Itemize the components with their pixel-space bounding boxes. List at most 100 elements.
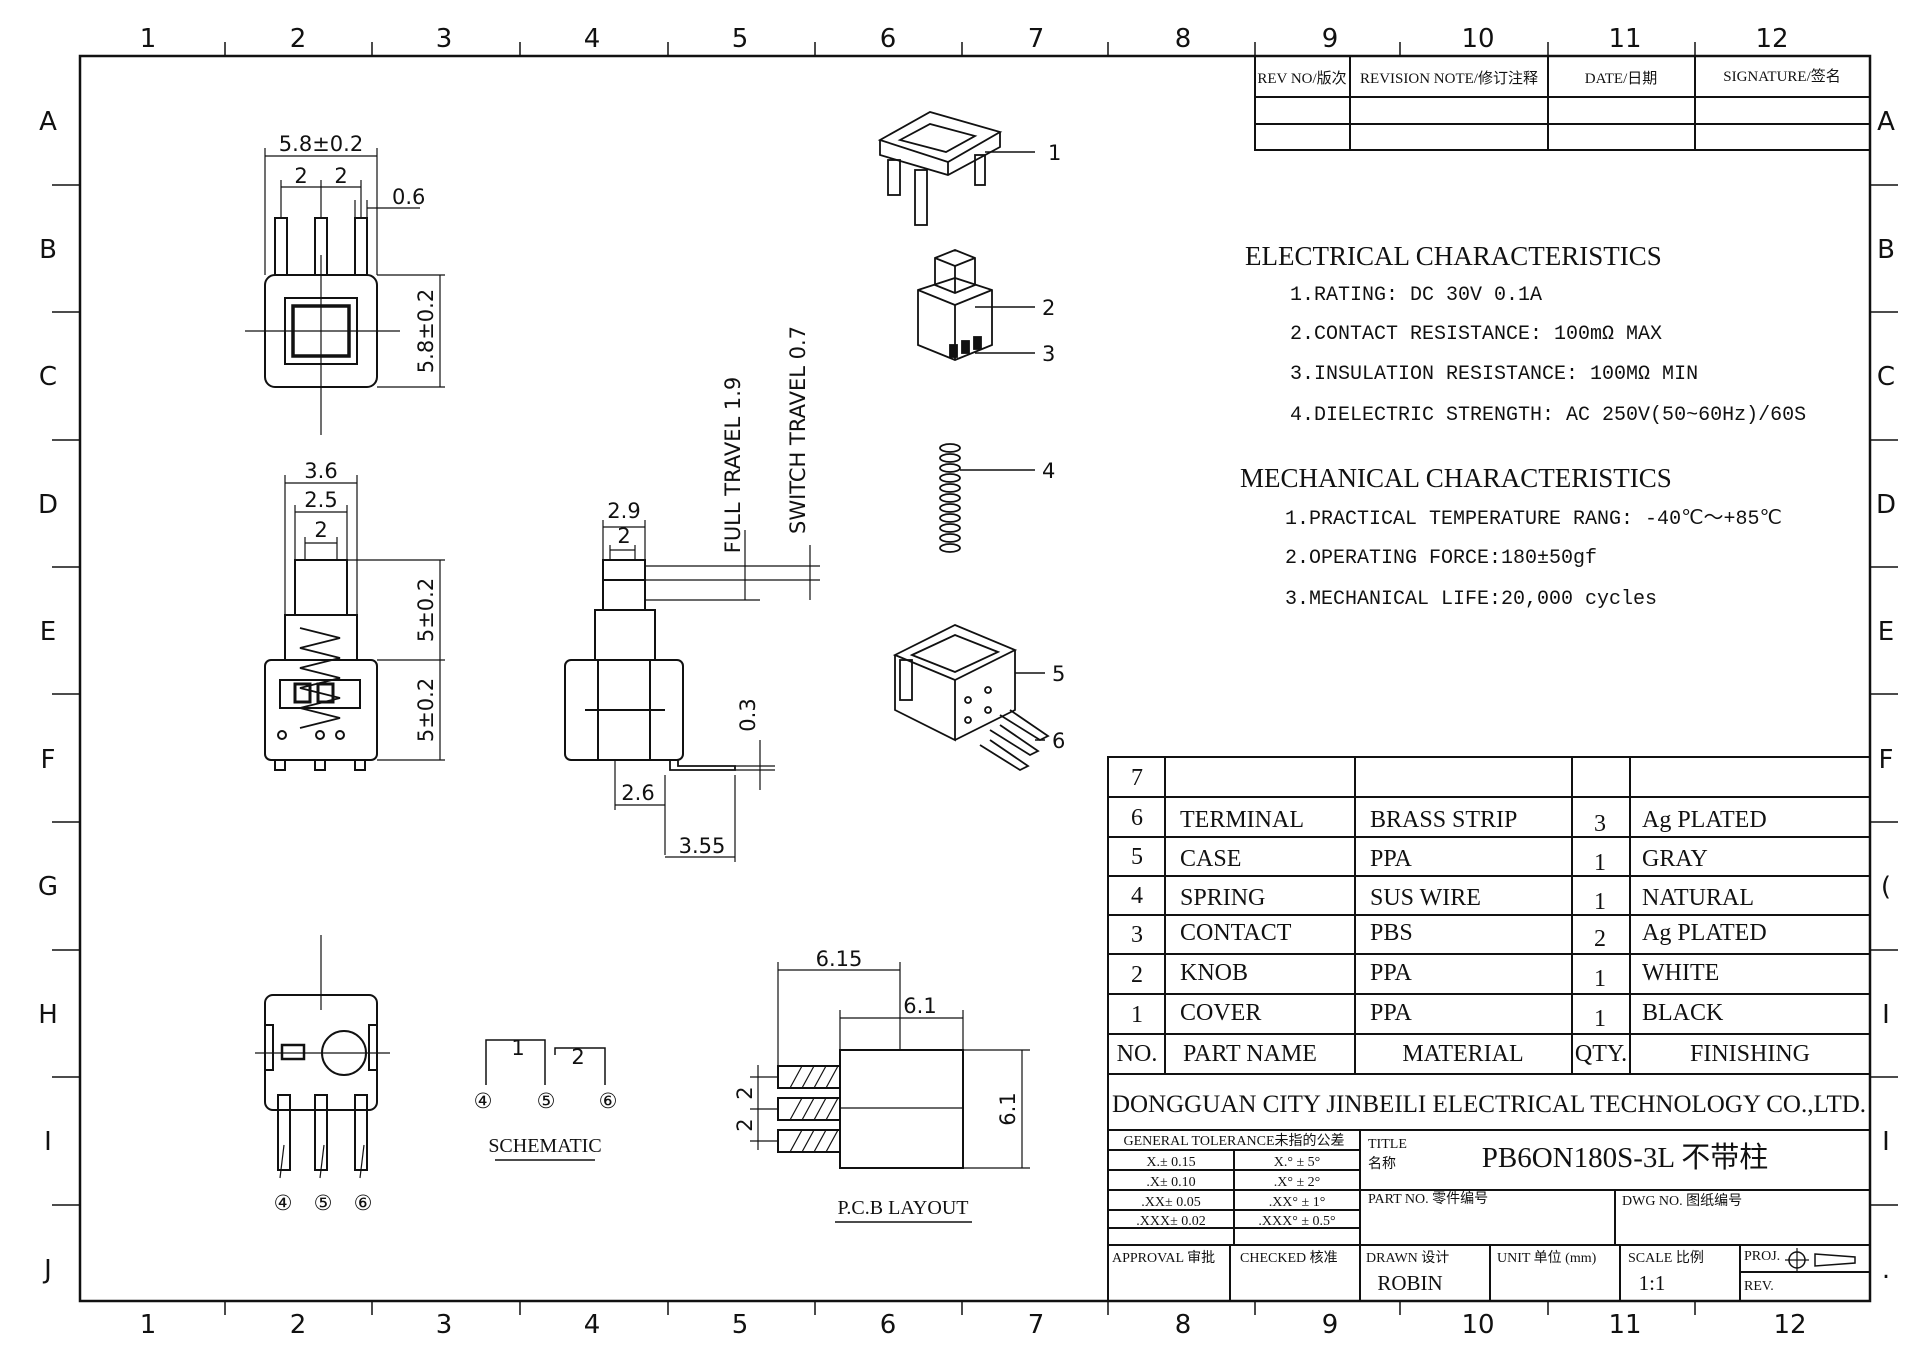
- svg-text:1: 1: [1594, 1006, 1606, 1032]
- svg-text:KNOB: KNOB: [1180, 960, 1248, 986]
- dim-top-pitch: 2: [294, 164, 307, 188]
- tolerance-linear: X.± 0.15: [1146, 1155, 1195, 1170]
- dim-top-width: 5.8±0.2: [279, 132, 363, 156]
- svg-text:SPRING: SPRING: [1180, 885, 1265, 911]
- col-label: 11: [1608, 24, 1641, 54]
- row-label-right: I: [1882, 1127, 1890, 1157]
- svg-text:Ag PLATED: Ag PLATED: [1642, 807, 1767, 833]
- row-label: E: [40, 617, 56, 647]
- svg-text:5: 5: [1131, 844, 1143, 870]
- schematic-label-2: 2: [571, 1045, 584, 1069]
- electrical-item: 3.INSULATION RESISTANCE: 100MΩ MIN: [1290, 363, 1698, 386]
- svg-text:Ag PLATED: Ag PLATED: [1642, 920, 1767, 946]
- svg-text:1: 1: [1594, 850, 1606, 876]
- bottom-view: [255, 935, 390, 1179]
- svg-text:QTY.: QTY.: [1575, 1041, 1627, 1067]
- col-label-bottom: 7: [1028, 1310, 1045, 1340]
- bottom-pin-4: ④: [274, 1191, 293, 1215]
- svg-text:BRASS STRIP: BRASS STRIP: [1370, 807, 1517, 833]
- row-label: B: [39, 235, 57, 265]
- part-callout-4: 4: [1042, 459, 1055, 483]
- title-label: TITLE: [1368, 1137, 1407, 1152]
- tolerance-linear: .XX± 0.05: [1141, 1195, 1200, 1210]
- schematic-pin-5: ⑤: [537, 1089, 556, 1113]
- svg-text:WHITE: WHITE: [1642, 960, 1719, 986]
- col-label-bottom: 9: [1322, 1310, 1339, 1340]
- exploded-parts: [877, 111, 1050, 772]
- pcb-layout: [750, 962, 1030, 1223]
- pcb-layout-title: P.C.B LAYOUT: [838, 1197, 969, 1219]
- top-view: [245, 148, 445, 435]
- dim-pcb-6.1-width: 6.1: [903, 994, 936, 1018]
- unit-label: UNIT 单位 (mm): [1497, 1250, 1597, 1266]
- dim-front-2: 2: [314, 518, 327, 542]
- bom-header-row: NO. PART NAME MATERIAL QTY. FINISHING: [1117, 1041, 1810, 1067]
- col-label-bottom: 6: [880, 1310, 897, 1340]
- dim-pcb-pitch: 2: [733, 1086, 757, 1099]
- row-label-right: E: [1878, 617, 1894, 647]
- dim-pcb-pitch: 2: [733, 1118, 757, 1131]
- part-callout-5: 5: [1052, 662, 1065, 686]
- dim-side-0.3: 0.3: [736, 698, 760, 731]
- approval-label: APPROVAL 审批: [1112, 1250, 1215, 1266]
- row-label: J: [42, 1255, 52, 1285]
- svg-text:TERMINAL: TERMINAL: [1180, 807, 1304, 833]
- col-label-bottom: 4: [584, 1310, 601, 1340]
- svg-text:MATERIAL: MATERIAL: [1402, 1041, 1523, 1067]
- schematic-pin-4: ④: [474, 1089, 493, 1113]
- row-label-right: C: [1877, 362, 1895, 392]
- bom-row: 4 SPRING SUS WIRE 1 NATURAL: [1131, 883, 1754, 915]
- dim-front-3.6: 3.6: [304, 459, 337, 483]
- scale-label: SCALE 比例: [1628, 1250, 1704, 1266]
- dim-side-2.6: 2.6: [621, 781, 654, 805]
- svg-text:FINISHING: FINISHING: [1690, 1041, 1810, 1067]
- bom-table: [1107, 756, 1871, 1075]
- dwg-no-label: DWG NO. 图纸编号: [1622, 1193, 1742, 1209]
- row-label: D: [38, 490, 58, 520]
- col-label: 2: [290, 24, 307, 54]
- svg-text:2: 2: [1131, 962, 1143, 988]
- svg-text:1: 1: [1594, 889, 1606, 915]
- svg-text:NO.: NO.: [1117, 1041, 1158, 1067]
- col-label-bottom: 11: [1608, 1310, 1641, 1340]
- bom-row: 7: [1131, 765, 1143, 791]
- title-block: [1107, 1073, 1871, 1302]
- dim-pcb-6.1-height: 6.1: [996, 1092, 1020, 1125]
- svg-text:7: 7: [1131, 765, 1143, 791]
- part-callout-3: 3: [1042, 342, 1055, 366]
- electrical-item: 1.RATING: DC 30V 0.1A: [1290, 284, 1542, 307]
- part-leaders: [960, 151, 1045, 741]
- part-callout-1: 1: [1048, 141, 1061, 165]
- tolerance-angular: X.° ± 5°: [1274, 1155, 1321, 1170]
- svg-text:PPA: PPA: [1370, 960, 1412, 986]
- svg-text:BLACK: BLACK: [1642, 1000, 1724, 1026]
- svg-text:4: 4: [1131, 883, 1143, 909]
- schematic-label-1: 1: [511, 1036, 524, 1060]
- scale-value: 1:1: [1639, 1271, 1666, 1295]
- col-label: 7: [1028, 24, 1045, 54]
- col-label: 6: [880, 24, 897, 54]
- drawing-title: PB6ON180S-3L 不带柱: [1482, 1141, 1769, 1174]
- col-label: 12: [1755, 24, 1788, 54]
- col-label-bottom: 5: [732, 1310, 749, 1340]
- tolerance-title: GENERAL TOLERANCE未指的公差: [1123, 1133, 1344, 1149]
- tolerance-angular: .XX° ± 1°: [1269, 1195, 1326, 1210]
- row-label-right: D: [1876, 490, 1896, 520]
- svg-text:COVER: COVER: [1180, 1000, 1261, 1026]
- checked-label: CHECKED 核准: [1240, 1250, 1338, 1266]
- col-label: 3: [436, 24, 453, 54]
- svg-text:PART NAME: PART NAME: [1183, 1041, 1317, 1067]
- dim-pcb-6.15: 6.15: [816, 947, 863, 971]
- characteristics: ELECTRICAL CHARACTERISTICS 1.RATING: DC …: [1240, 241, 1806, 611]
- row-label-right: F: [1879, 745, 1894, 775]
- row-label: I: [44, 1127, 52, 1157]
- front-view: [264, 475, 445, 771]
- row-label-right: A: [1877, 107, 1895, 137]
- bom-rows: 7 6 TERMINAL BRASS STRIP 3 Ag PLATED 5 C…: [1117, 765, 1810, 1067]
- electrical-item: 2.CONTACT RESISTANCE: 100mΩ MAX: [1290, 323, 1662, 346]
- dim-side-3.55: 3.55: [679, 834, 726, 858]
- grid-ticks: [52, 42, 1898, 1315]
- row-label-right: .: [1882, 1255, 1890, 1285]
- row-label-right: I: [1882, 1000, 1890, 1030]
- row-label: F: [41, 745, 56, 775]
